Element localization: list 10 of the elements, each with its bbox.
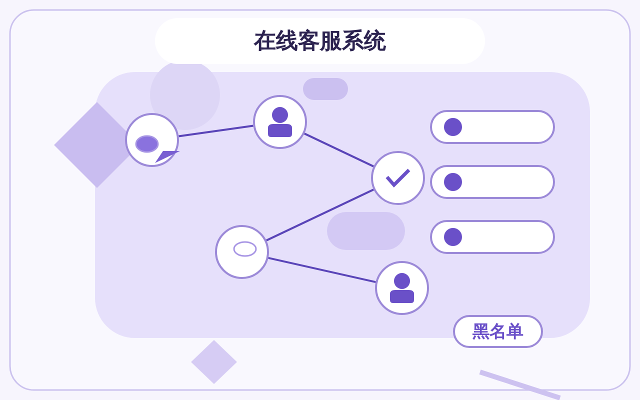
tag-label: 黑名单 [472,321,524,343]
connector-line [304,132,374,168]
title: 在线客服系统 [155,18,485,64]
connector-line [266,188,374,242]
list-row [430,110,555,144]
list-row [430,220,555,254]
connector-line [178,124,254,138]
connector-line [268,256,376,284]
list-row [430,165,555,199]
tag-pill [453,315,543,348]
